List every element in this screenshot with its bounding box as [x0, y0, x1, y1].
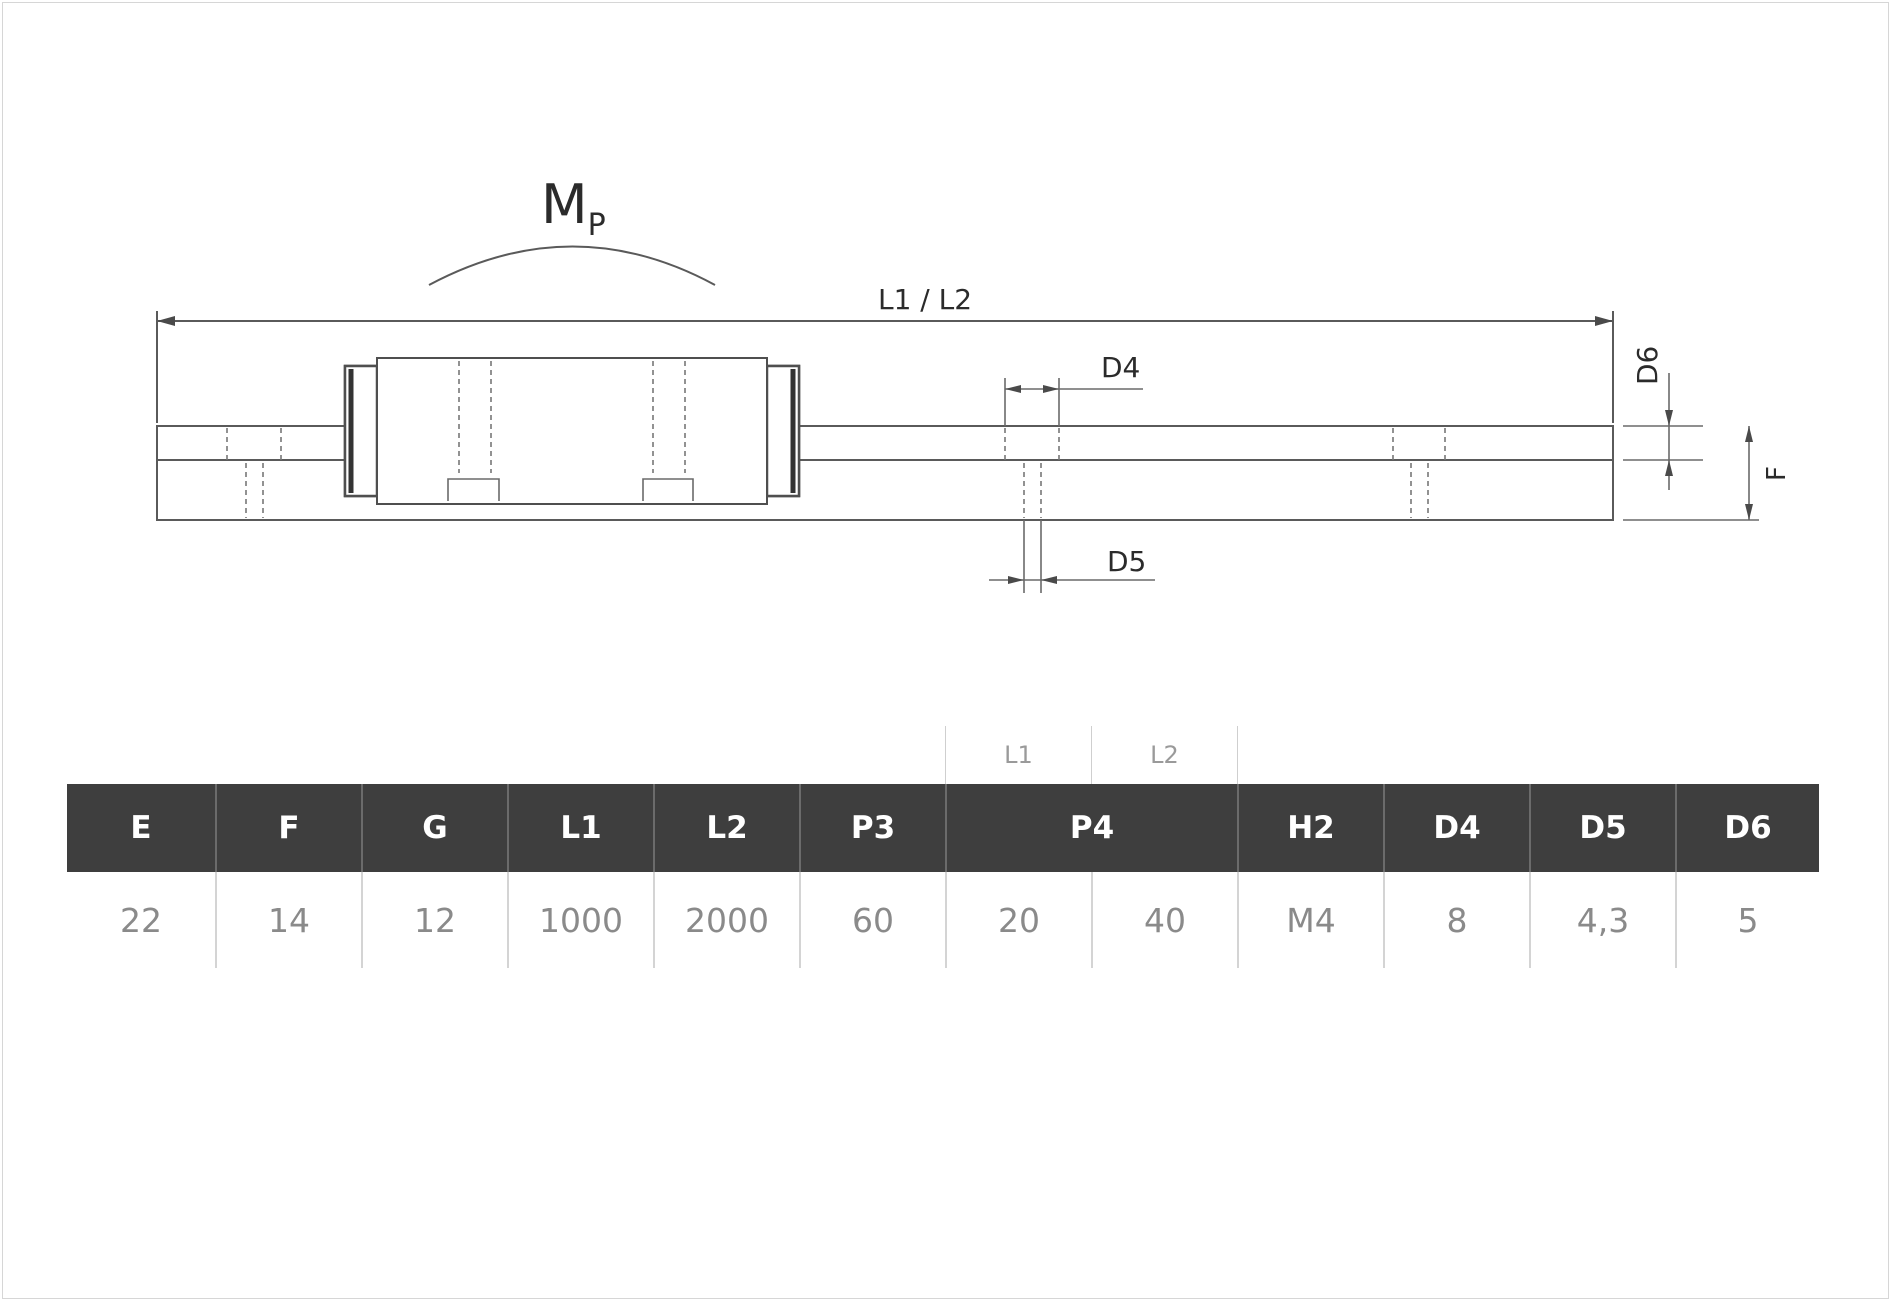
length-arrow-right [1595, 316, 1613, 326]
value-e: 22 [120, 900, 162, 940]
value-d4: 8 [1383, 872, 1529, 968]
d4-dimension [1004, 378, 1143, 426]
header-p4: P4 [945, 784, 1237, 872]
header-l1: L1 [507, 784, 653, 872]
d6-dimension [1623, 373, 1703, 490]
rail-drawing: MP L1 / L2 [156, 173, 1792, 593]
value-d5: 4,3 [1529, 872, 1675, 968]
value-p4-l2: 40 [1091, 872, 1237, 968]
header-l2: L2 [653, 784, 799, 872]
table-value-row: 22 14 12 1000 2000 60 20 40 M4 8 4,3 5 [67, 872, 1819, 968]
moment-label: MP [541, 173, 606, 243]
d6-label: D6 [1631, 346, 1664, 385]
header-g: G [361, 784, 507, 872]
moment-main: M [541, 173, 588, 236]
d4-label: D4 [1101, 351, 1140, 384]
moment-subscript: P [588, 208, 606, 243]
header-d4: D4 [1383, 784, 1529, 872]
d5-label: D5 [1107, 545, 1146, 578]
d5-dimension [989, 520, 1155, 593]
value-f: 14 [215, 872, 361, 968]
header-f: F [215, 784, 361, 872]
length-arrow-left [157, 316, 175, 326]
header-d5: D5 [1529, 784, 1675, 872]
length-label: L1 / L2 [878, 283, 972, 316]
value-g: 12 [361, 872, 507, 968]
header-h2: H2 [1237, 784, 1383, 872]
carriage-block [343, 357, 801, 505]
value-l2: 2000 [653, 872, 799, 968]
value-h2: M4 [1237, 872, 1383, 968]
header-e: E [130, 810, 152, 846]
value-l1: 1000 [507, 872, 653, 968]
sub-header-l1: L1 [945, 726, 1091, 784]
header-p3: P3 [799, 784, 945, 872]
f-label: F [1762, 466, 1792, 481]
value-d6: 5 [1675, 872, 1819, 968]
sub-header-l2: L2 [1091, 726, 1237, 784]
table-header-row: E F G L1 L2 P3 P4 H2 D4 D5 D6 [67, 784, 1819, 872]
value-p3: 60 [799, 872, 945, 968]
sub-header-divider [1237, 726, 1238, 784]
header-d6: D6 [1675, 784, 1819, 872]
f-dimension [1623, 426, 1759, 521]
value-p4-l1: 20 [945, 872, 1091, 968]
moment-arc [428, 245, 716, 286]
